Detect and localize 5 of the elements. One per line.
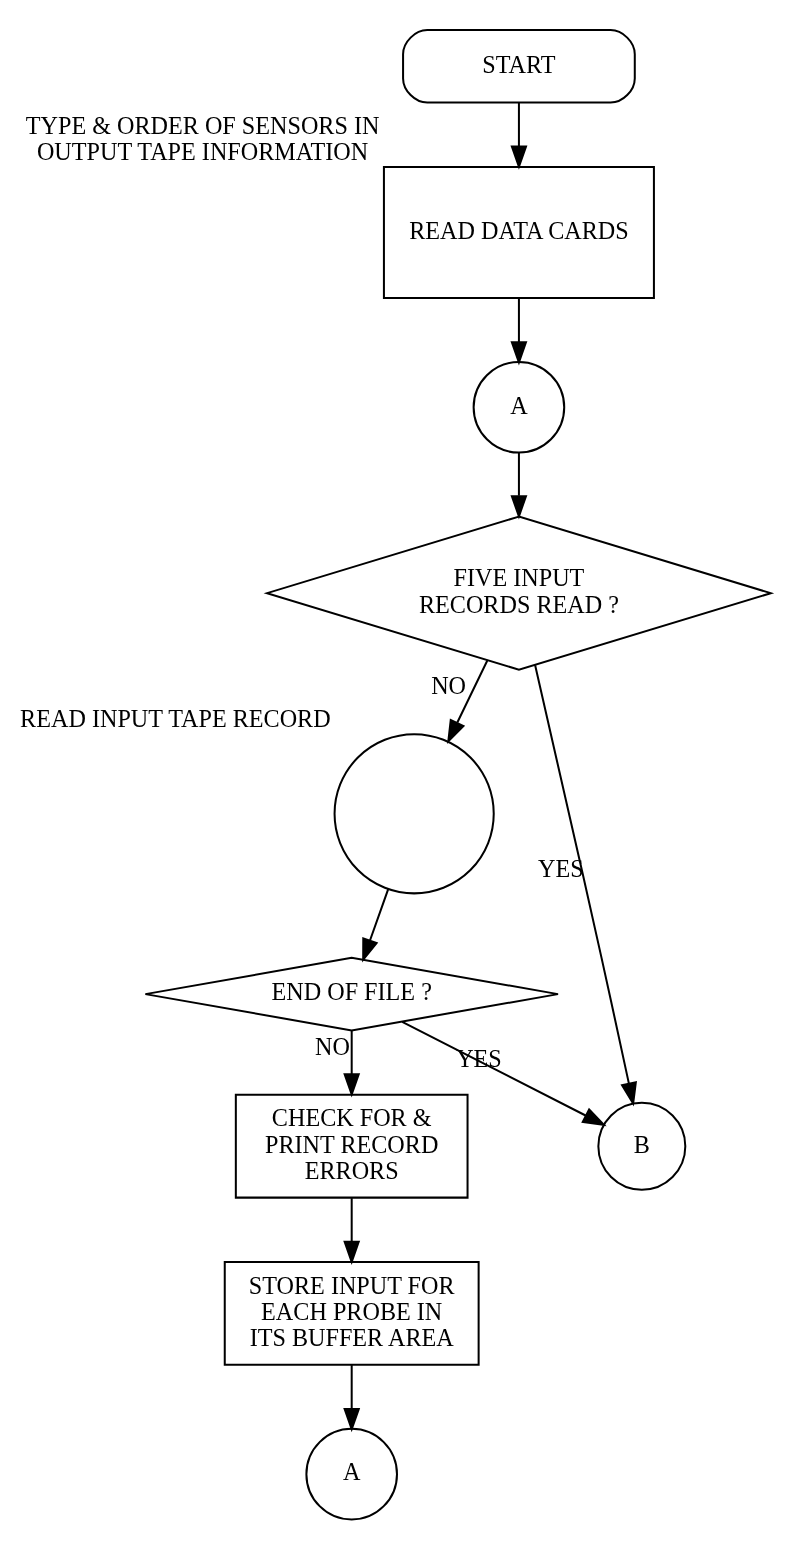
node-label: TYPE & ORDER OF SENSORS IN OUTPUT TAPE INFORMATION bbox=[25, 111, 380, 165]
edge-label: NO bbox=[431, 671, 467, 699]
node-label: READ INPUT TAPE RECORD bbox=[20, 704, 331, 732]
edge-label: YES bbox=[537, 854, 584, 882]
edge-label: NO bbox=[315, 1032, 350, 1060]
